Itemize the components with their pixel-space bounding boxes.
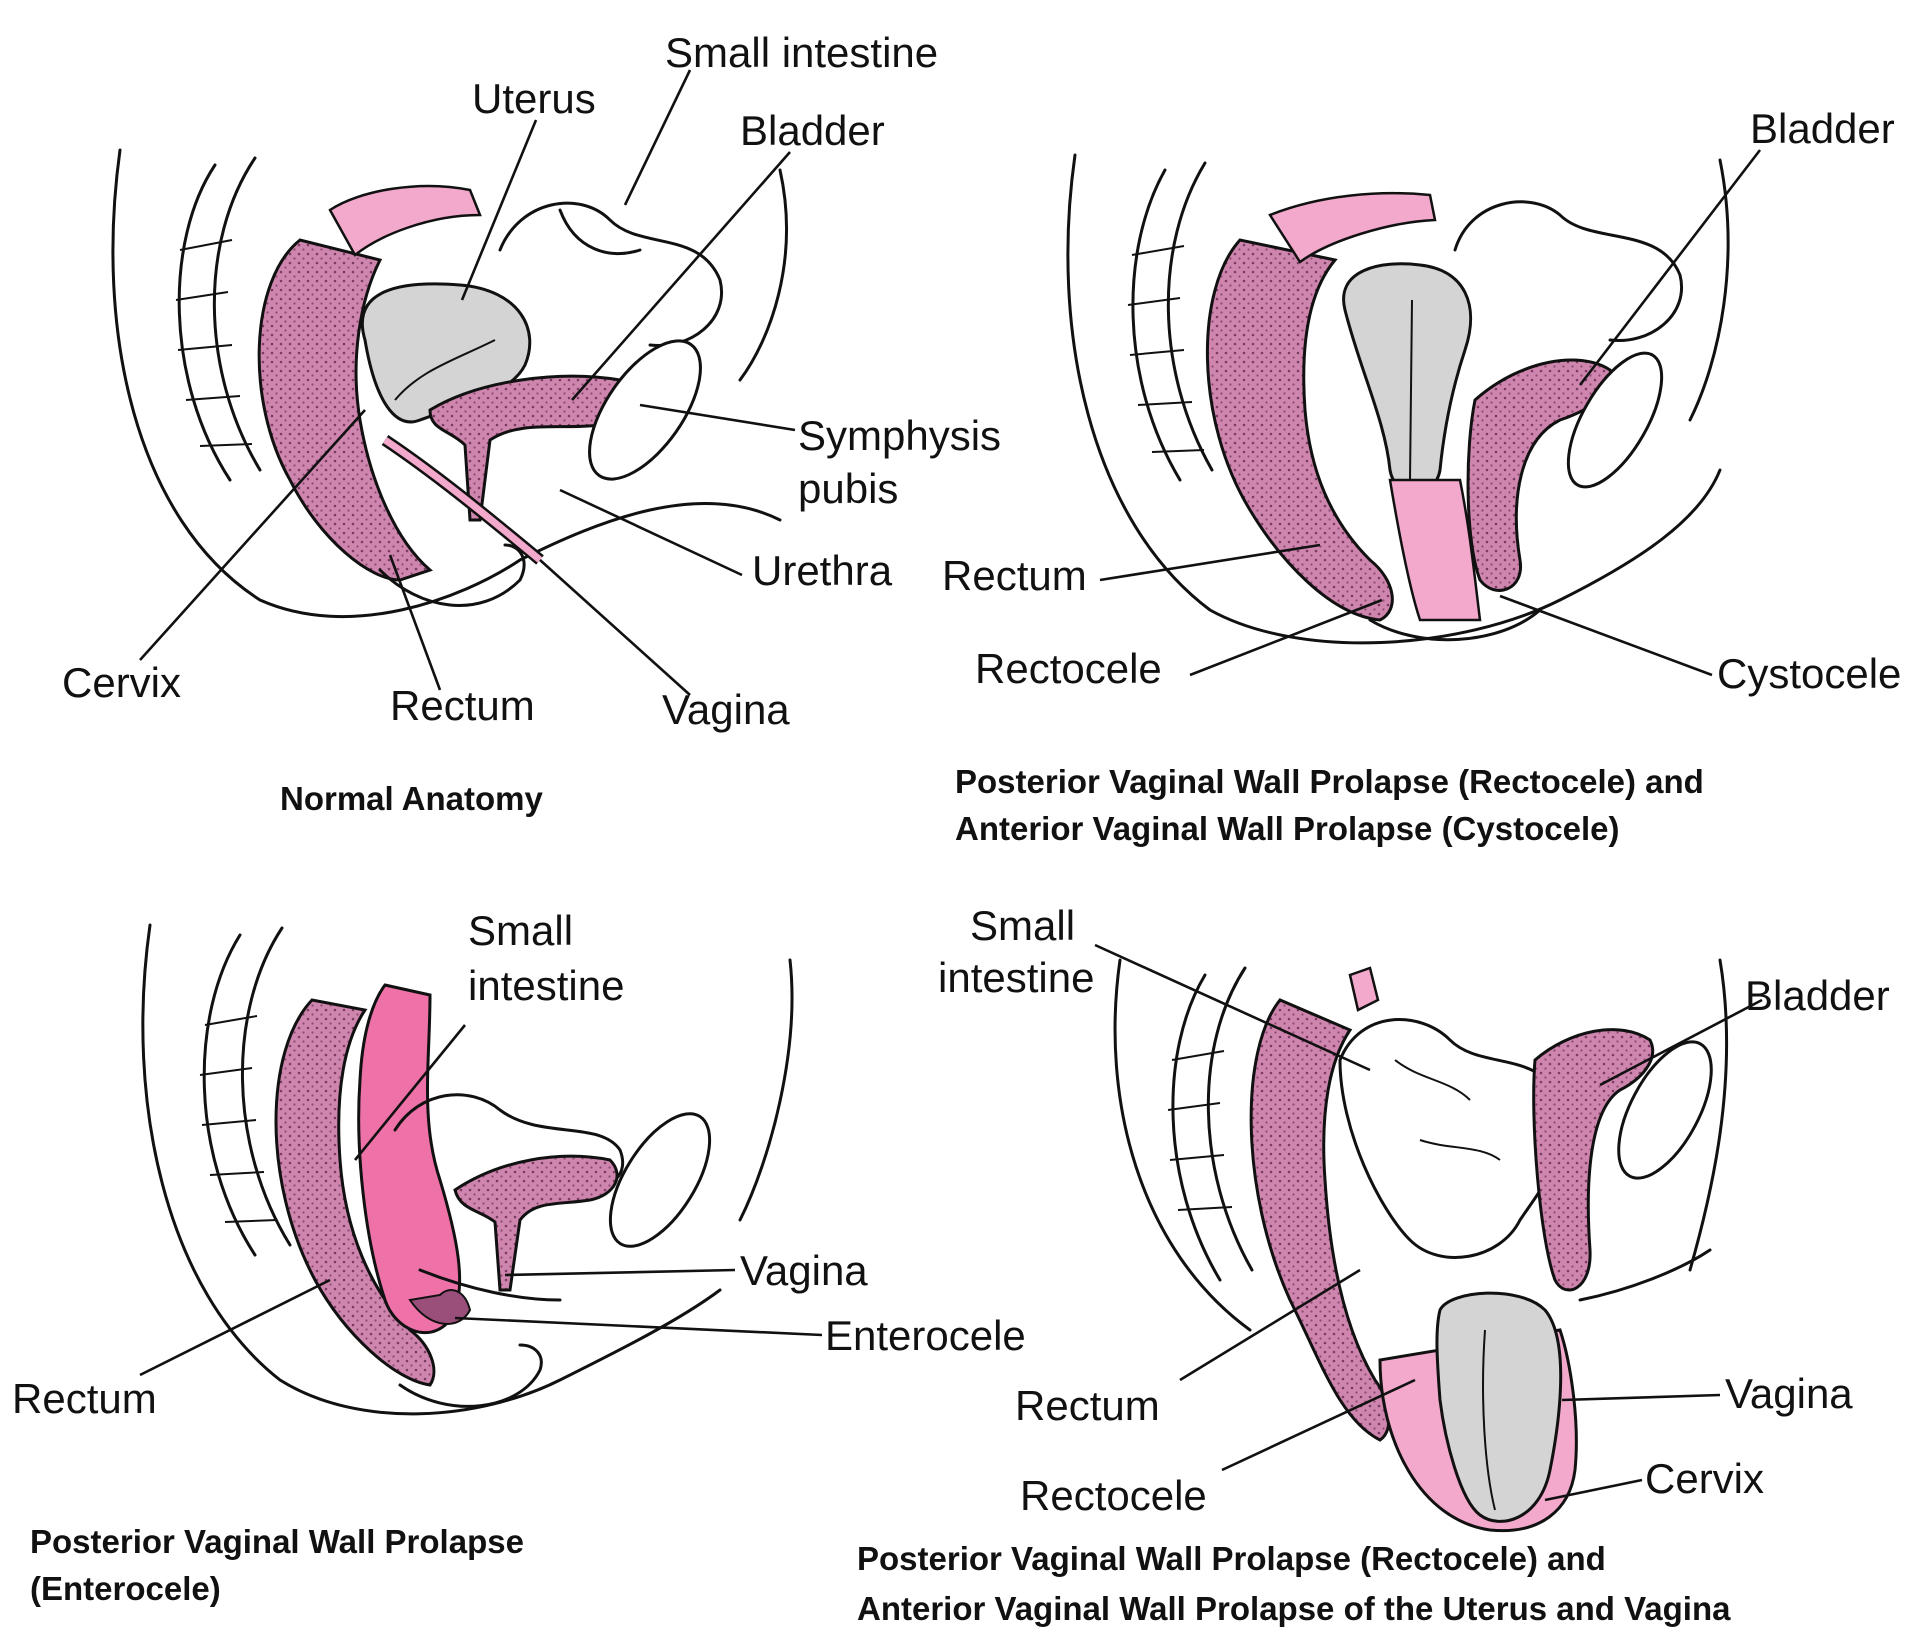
label-small-4: Small: [970, 902, 1075, 949]
label-cervix: Cervix: [62, 659, 181, 706]
label-enterocele: Enterocele: [825, 1312, 1026, 1359]
caption-normal-anatomy: Normal Anatomy: [280, 780, 543, 817]
panel-rectocele-cystocele-labels: Bladder Rectum Rectocele Cystocele: [942, 105, 1901, 697]
label-rectum-2: Rectum: [942, 552, 1087, 599]
label-intestine: intestine: [468, 962, 624, 1009]
label-symphysis: Symphysis: [798, 412, 1001, 459]
panel-uterine-prolapse-labels: Small intestine Bladder Vagina Rectum Re…: [938, 902, 1890, 1519]
caption-rectocele-cystocele-line1: Posterior Vaginal Wall Prolapse (Rectoce…: [955, 763, 1704, 800]
panel-enterocele-illustration: [141, 923, 794, 1416]
caption-enterocele-line2: (Enterocele): [30, 1570, 221, 1607]
label-rectocele-4: Rectocele: [1020, 1472, 1207, 1519]
panel-normal-labels: Small intestine Uterus Bladder Symphysis…: [62, 29, 1001, 733]
label-vagina-4: Vagina: [1725, 1370, 1853, 1417]
label-cystocele: Cystocele: [1717, 650, 1901, 697]
panel-enterocele-labels: Small intestine Vagina Enterocele Rectum: [12, 907, 1026, 1422]
label-intestine-4: intestine: [938, 954, 1094, 1001]
label-bladder: Bladder: [740, 107, 885, 154]
panel-normal-illustration: [111, 148, 788, 619]
panel-rectocele-cystocele-illustration: [1066, 153, 1730, 645]
label-rectum-4: Rectum: [1015, 1382, 1160, 1429]
label-uterus: Uterus: [472, 75, 596, 122]
label-cervix-4: Cervix: [1645, 1455, 1764, 1502]
caption-enterocele-line1: Posterior Vaginal Wall Prolapse: [30, 1523, 524, 1560]
caption-rectocele-cystocele-line2: Anterior Vaginal Wall Prolapse (Cystocel…: [955, 810, 1619, 847]
label-bladder-2: Bladder: [1750, 105, 1895, 152]
panel-normal-anatomy: Small intestine Uterus Bladder Symphysis…: [62, 29, 1001, 817]
panel-uterine-prolapse-leaders: [1094, 943, 1763, 1502]
label-urethra: Urethra: [752, 547, 893, 594]
label-small-intestine: Small intestine: [665, 29, 938, 76]
panel-rectocele-cystocele-leaders: [1099, 149, 1762, 677]
caption-uterine-prolapse-line2: Anterior Vaginal Wall Prolapse of the Ut…: [857, 1590, 1731, 1627]
panel-uterine-prolapse: Small intestine Bladder Vagina Rectum Re…: [857, 902, 1890, 1627]
panel-enterocele-leaders: [139, 1024, 823, 1377]
label-vagina-3: Vagina: [740, 1247, 868, 1294]
panel-enterocele: Small intestine Vagina Enterocele Rectum…: [12, 907, 1026, 1607]
label-small: Small: [468, 907, 573, 954]
panel-rectocele-cystocele: Bladder Rectum Rectocele Cystocele Poste…: [942, 105, 1901, 847]
label-rectum-3: Rectum: [12, 1375, 157, 1422]
label-rectocele-2: Rectocele: [975, 645, 1162, 692]
label-bladder-4: Bladder: [1745, 972, 1890, 1019]
panel-uterine-prolapse-illustration: [1113, 958, 1729, 1533]
panel-normal-leaders: [139, 69, 796, 696]
caption-uterine-prolapse-line1: Posterior Vaginal Wall Prolapse (Rectoce…: [857, 1540, 1606, 1577]
label-rectum: Rectum: [390, 682, 535, 729]
label-vagina: Vagina: [662, 686, 790, 733]
label-pubis: pubis: [798, 465, 898, 512]
